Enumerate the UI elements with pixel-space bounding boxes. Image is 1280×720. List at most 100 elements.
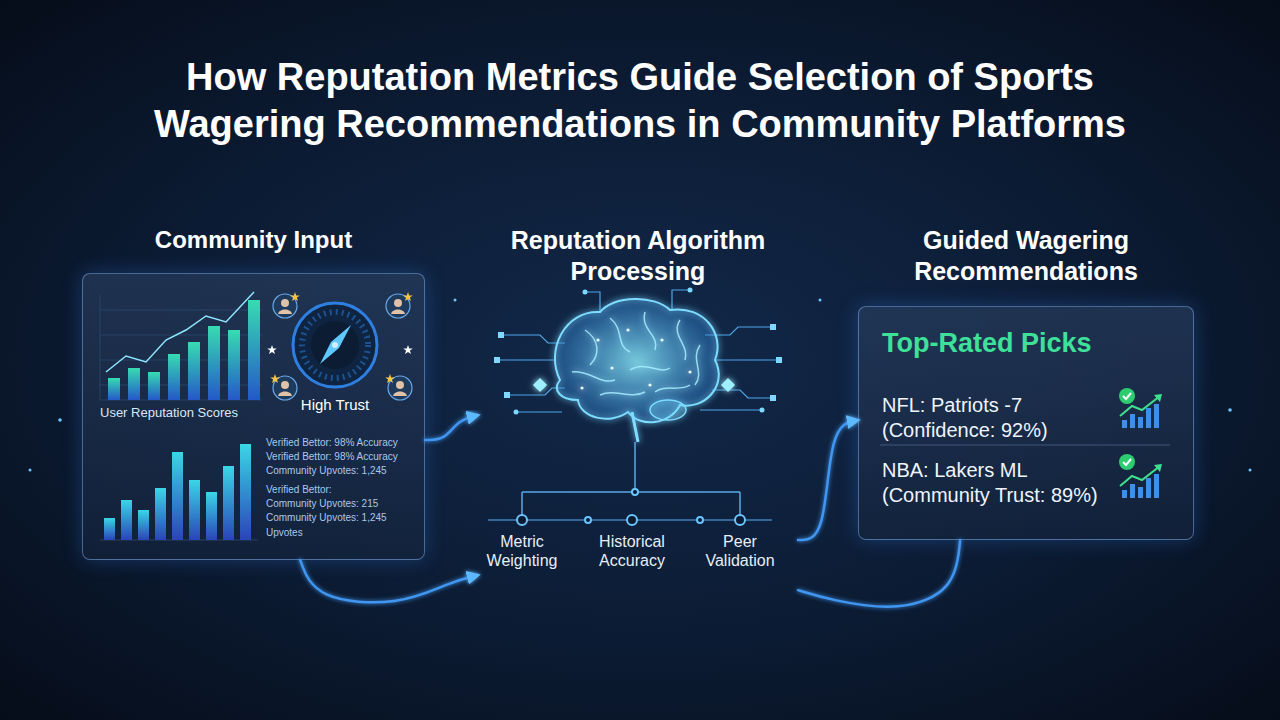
stat-line: Verified Bettor: 98% Accuracy: [266, 450, 431, 463]
processing-stage: Reputation Algorithm Processing: [478, 222, 798, 600]
chart-bar: [138, 510, 149, 540]
branch-dot: [585, 517, 591, 523]
trend-arrow-head: [1154, 394, 1162, 402]
chart-bar: [208, 326, 220, 400]
chart-bar: [128, 368, 140, 400]
branch-dots: [517, 489, 745, 525]
branch-lines: [488, 442, 772, 520]
factor-label: Metric Weighting: [472, 532, 572, 570]
circuit-line: [712, 390, 772, 398]
brain-spark: [688, 370, 691, 373]
brain-spark: [660, 338, 663, 341]
activity-bar-chart: [100, 444, 258, 540]
circuit-line: [498, 359, 556, 360]
avatar-body: [391, 310, 405, 315]
brain-spark: [610, 366, 613, 369]
gauge-needle: [320, 325, 351, 364]
branch-line: [521, 492, 523, 520]
chart-bar: [188, 342, 200, 400]
mini-bar: [1138, 487, 1143, 498]
brain-sparks: [580, 328, 691, 389]
glow-diamonds: [533, 378, 735, 392]
circuit-line: [508, 388, 565, 395]
brain-fold: [572, 372, 615, 381]
avatar-head: [281, 381, 289, 389]
chart-bar: [206, 492, 217, 540]
pick-icon: [1119, 454, 1162, 498]
stat-line: Upvotes: [266, 526, 431, 539]
diagram-title: How Reputation Metrics Guide Selection o…: [110, 54, 1170, 148]
check-badge: [1119, 454, 1135, 470]
user-avatar: [270, 374, 297, 400]
sparkle-star: [403, 345, 413, 354]
recommendation-panel: Guided Wagering RecommendationsTop-Rated…: [858, 222, 1194, 540]
chart-bar: [248, 300, 260, 400]
brain-fold: [630, 366, 670, 370]
circuit-dot: [583, 290, 588, 295]
brain-fold: [644, 312, 656, 350]
pick-text: NBA: Lakers ML (Community Trust: 89%): [882, 458, 1117, 508]
light-streak: [0, 519, 90, 520]
avatar-head: [394, 299, 402, 307]
avatar-star: [290, 292, 300, 301]
light-dot: [454, 299, 457, 302]
mini-bar: [1130, 414, 1135, 428]
chart-bars: [104, 444, 251, 540]
avatar-ring: [388, 376, 412, 400]
avatar-star: [385, 374, 395, 383]
branch-dot: [627, 515, 637, 525]
gauge-ring: [293, 303, 377, 387]
circuit-pad: [770, 395, 776, 401]
mini-bar: [1130, 484, 1135, 498]
light-streak: [0, 469, 85, 470]
pick-icon: [1119, 388, 1162, 428]
panel-subheading: Top-Rated Picks: [882, 327, 1172, 359]
brain-folds: [572, 312, 700, 395]
gauge-hub: [332, 342, 338, 348]
circuit-line: [716, 359, 778, 360]
brain-spark: [626, 328, 629, 331]
grid-line: [100, 295, 101, 400]
light-dot: [29, 469, 32, 472]
branch-line: [634, 442, 636, 492]
avatar-body: [278, 310, 292, 315]
brain-fold: [677, 320, 686, 360]
mini-bars: [1122, 404, 1159, 428]
circuit-dot: [514, 410, 519, 415]
check-mark: [1123, 393, 1131, 399]
avatar-star: [403, 292, 413, 301]
stat-line: Community Upvotes: 215: [266, 497, 431, 510]
mini-bar: [1138, 417, 1143, 428]
branch-line: [739, 492, 741, 520]
circuit-pad: [494, 357, 500, 363]
chart-caption: User Reputation Scores: [100, 405, 270, 421]
factor-label: Historical Accuracy: [582, 532, 682, 570]
circuit-line: [585, 292, 600, 312]
light-dot: [58, 418, 62, 422]
trend-arrow: [1120, 396, 1160, 416]
branch-dot: [632, 489, 638, 495]
grid-line: [100, 310, 262, 311]
circuit-line: [672, 290, 690, 310]
circuit-dot: [760, 408, 765, 413]
gauge-caption: High Trust: [285, 396, 385, 414]
reputation-bar-chart: [100, 292, 262, 400]
chart-bar: [108, 378, 120, 400]
light-streak: [1200, 534, 1280, 535]
user-avatar: [273, 292, 300, 318]
grid-line: [100, 360, 262, 361]
check-mark: [1123, 459, 1131, 465]
avatar-ring: [386, 294, 410, 318]
chart-bar: [172, 452, 183, 540]
branch-line: [488, 519, 772, 521]
user-avatar: [386, 292, 413, 318]
light-dot: [1228, 408, 1232, 412]
branch-dot: [517, 515, 527, 525]
panel-heading: Guided Wagering Recommendations: [858, 225, 1194, 287]
stat-line: Verified Bettor:: [266, 483, 431, 496]
chart-bar: [228, 330, 240, 400]
panel-heading: Reputation Algorithm Processing: [488, 225, 788, 287]
